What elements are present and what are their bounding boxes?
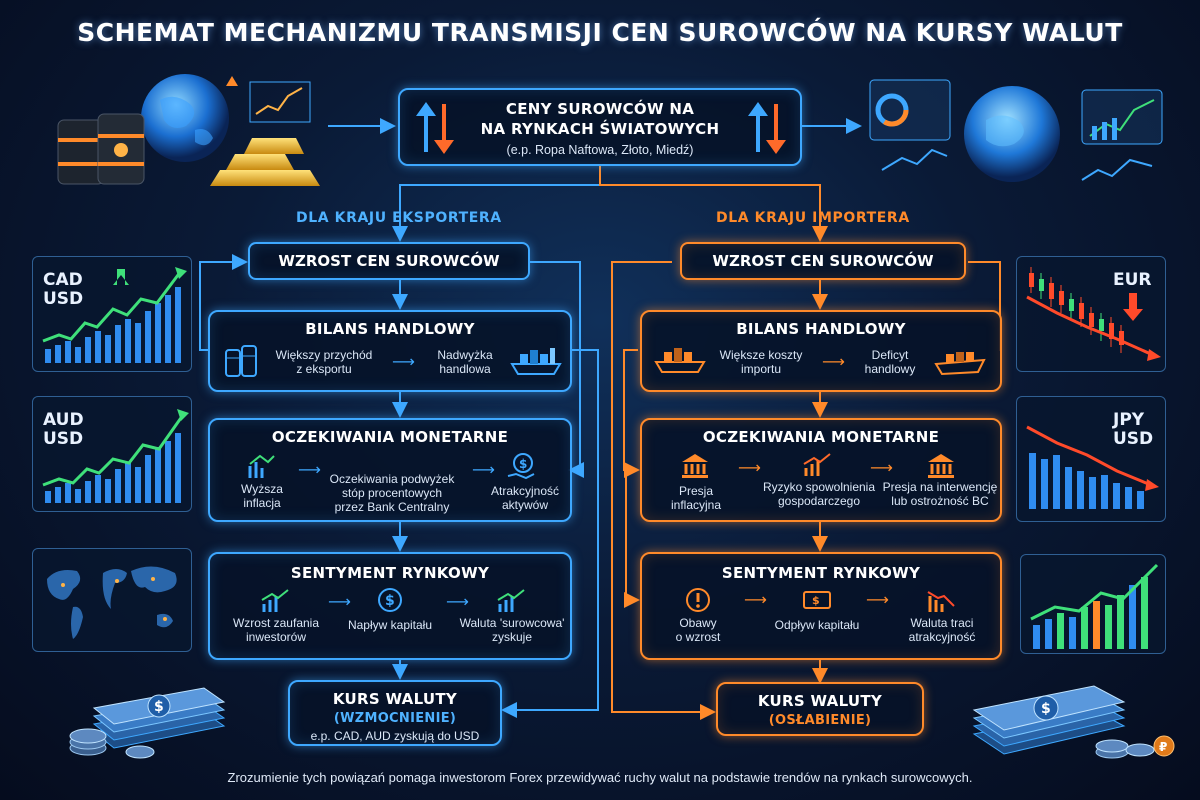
importer-price-rise-pill: WZROST CEN SUROWCÓW [680,242,966,280]
cargo-ship-icon [510,342,562,378]
exporter-trade-title: BILANS HANDLOWY [305,320,475,338]
importer-monetary-title: OCZEKIWANIA MONETARNE [702,428,940,446]
svg-text:$: $ [1041,701,1051,717]
falling-chart-icon [926,588,956,614]
svg-text:₽: ₽ [1159,740,1167,754]
importer-label: DLA KRAJU IMPORTERA [716,210,910,226]
oil-barrel-icon [57,113,145,185]
importer-trade-title: BILANS HANDLOWY [736,320,906,338]
rising-chart-icon [260,588,290,614]
markets-illustration [862,70,1172,200]
inflation-icon [246,454,276,480]
commodity-prices-line1: CENY SUROWCÓW NA [505,100,695,118]
importer-trade-balance-box: BILANS HANDLOWY Większe koszty importu ⟶… [640,310,1002,392]
right-arrow-icon: ⟶ [870,460,893,477]
gold-bars-icon [210,138,320,186]
importer-monetary-box: OCZEKIWANIA MONETARNE Presja inflacyjna … [640,418,1002,522]
dollar-hand-icon: $ [506,452,536,482]
eur-label: EUR [1113,270,1152,290]
commodities-illustration [30,70,330,200]
right-arrow-icon: ⟶ [446,594,469,611]
aud-usd-label: AUD USD [43,410,84,449]
right-arrow-icon: ⟶ [866,592,889,609]
svg-text:$: $ [385,593,395,609]
importer-sentiment-b: Odpływ kapitału [774,618,860,632]
exporter-monetary-a: Wyższa inflacja [241,482,283,510]
right-arrow-icon: ⟶ [822,354,845,371]
cad-usd-label: CAD USD [43,270,84,309]
commodity-examples: (e.p. Ropa Naftowa, Złoto, Miedź) [506,143,694,157]
cash-outflow-icon: $ [802,588,834,610]
commodity-prices-line2: NA RYNKACH ŚWIATOWYCH [480,120,720,138]
right-arrow-icon: ⟶ [328,594,351,611]
exporter-monetary-title: OCZEKIWANIA MONETARNE [271,428,509,446]
exporter-price-rise-pill: WZROST CEN SUROWCÓW [248,242,530,280]
importer-sentiment-box: SENTYMENT RYNKOWY Obawy o wzrost ⟶ $ Odp… [640,552,1002,660]
right-arrow-icon: ⟶ [744,592,767,609]
aud-usd-chart-panel: AUD USD [32,396,192,512]
exporter-sentiment-box: SENTYMENT RYNKOWY Wzrost zaufania inwest… [208,552,572,660]
importer-monetary-b: Ryzyko spowolnienia gospodarczego [762,480,876,508]
exporter-label: DLA KRAJU EKSPORTERA [296,210,502,226]
exporter-trade-balance-box: BILANS HANDLOWY Większy przychód z ekspo… [208,310,572,392]
bank-icon [926,452,956,480]
exporter-result-note: e.p. CAD, AUD zyskują do USD [310,729,480,743]
exporter-result-box: KURS WALUTY (WZMOCNIENIE) e.p. CAD, AUD … [288,680,502,746]
mini-chart-icon [249,81,311,123]
commodity-prices-box: CENY SUROWCÓW NA NA RYNKACH ŚWIATOWYCH (… [398,88,802,166]
importer-trade-a: Większe koszty importu [719,348,803,376]
cad-usd-chart-panel: CAD USD [32,256,192,372]
up-down-arrows-icon [412,100,456,161]
footer-note: Zrozumienie tych powiązań pomaga inwesto… [227,770,973,785]
importer-monetary-a: Presja inflacyjna [670,484,722,512]
right-arrow-icon: ⟶ [392,354,415,371]
exporter-trade-a: Większy przychód z eksportu [275,348,373,376]
exporter-sentiment-title: SENTYMENT RYNKOWY [290,564,490,582]
exporter-monetary-b: Oczekiwania podwyżek stóp procentowych p… [329,472,455,514]
page-title: SCHEMAT MECHANIZMU TRANSMISJI CEN SUROWC… [77,18,1123,47]
right-arrow-icon: ⟶ [738,460,761,477]
exporter-sentiment-b: Napływ kapitału [347,618,433,632]
bank-icon [680,452,710,480]
importer-result-box: KURS WALUTY (OSŁABIENIE) [716,682,924,736]
cargo-ship-icon [654,340,706,376]
jpy-usd-label: JPY USD [1113,410,1154,449]
importer-sentiment-c: Waluta traci atrakcyjność [908,616,976,644]
cargo-ship-icon [934,342,986,378]
right-arrow-icon: ⟶ [472,462,495,479]
oil-barrels-icon [224,340,260,380]
jpy-usd-chart-panel: JPY USD [1016,396,1166,522]
exporter-trade-b: Nadwyżka handlowa [437,348,493,376]
svg-text:$: $ [812,594,820,607]
importer-result-sub: (OSŁABIENIE) [768,713,872,728]
svg-text:$: $ [154,699,164,715]
world-map-panel [32,548,192,652]
dollar-coin-icon: $ [376,586,404,614]
importer-monetary-c: Presja na interwencję lub ostrożność BC [882,480,998,508]
importer-sentiment-title: SENTYMENT RYNKOWY [721,564,921,582]
exporter-result-title: KURS WALUTY [332,690,458,708]
exporter-result-sub: (WZMOCNIENIE) [333,711,457,726]
svg-text:$: $ [519,457,527,471]
importer-trade-b: Deficyt handlowy [864,348,916,376]
importer-sentiment-a: Obawy o wzrost [675,616,721,644]
importer-result-title: KURS WALUTY [757,692,883,710]
exporter-sentiment-a: Wzrost zaufania inwestorów [232,616,320,644]
exporter-monetary-c: Atrakcyjność aktywów [490,484,560,512]
rising-chart-icon [802,452,832,478]
eur-chart-panel: EUR [1016,256,1166,372]
warning-coin-icon [684,586,712,614]
exporter-sentiment-c: Waluta 'surowcowa' zyskuje [459,616,565,644]
mixed-chart-panel [1020,554,1166,654]
cash-stack-illustration: $ ₽ [964,660,1184,766]
right-arrow-icon: ⟶ [298,462,321,479]
exporter-price-rise-text: WZROST CEN SUROWCÓW [278,252,500,270]
rising-chart-icon [496,588,526,614]
cash-stack-illustration: $ [64,662,234,762]
up-down-arrows-icon [744,100,788,161]
importer-price-rise-text: WZROST CEN SUROWCÓW [712,252,934,270]
exporter-monetary-box: OCZEKIWANIA MONETARNE Wyższa inflacja ⟶ … [208,418,572,522]
